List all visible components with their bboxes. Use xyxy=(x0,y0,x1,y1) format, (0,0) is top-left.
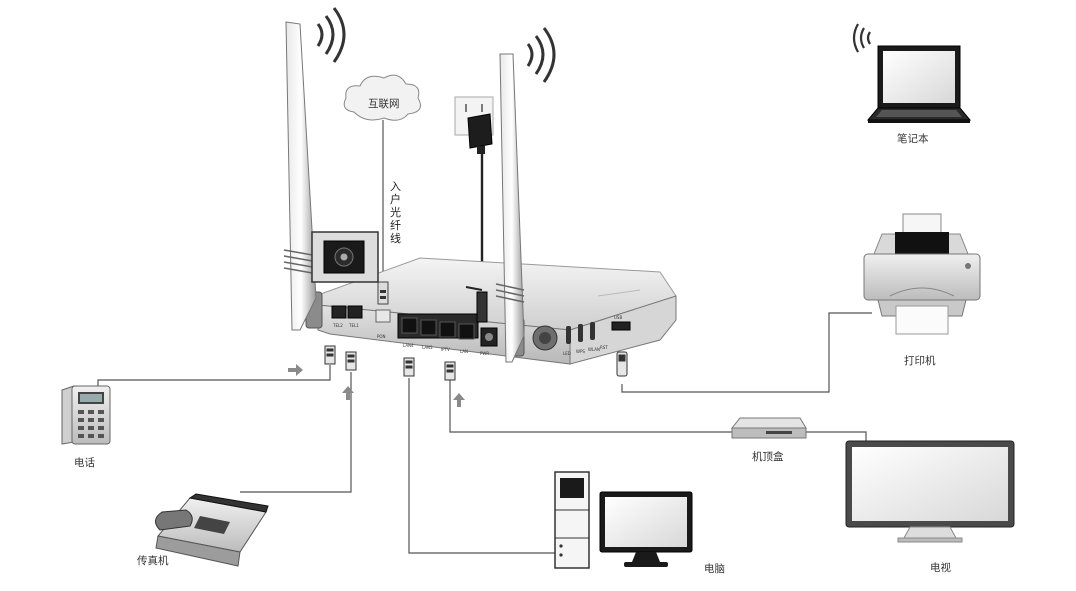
telephone: 电话 xyxy=(61,385,111,469)
antenna-left xyxy=(283,21,319,331)
fiber-char: 户 xyxy=(390,192,401,206)
port-label-iptv: IPTV xyxy=(441,347,450,352)
button-label-rst: RST xyxy=(600,345,608,350)
fiber-label: 入 户 光 纤 线 xyxy=(390,180,401,245)
port-label-tel1: TEL1 xyxy=(348,323,359,328)
printer: 打印机 xyxy=(863,213,981,367)
lan-ports: LAN4 LAN3 IPTV LAN xyxy=(397,313,479,354)
computer-cable xyxy=(408,378,556,554)
arrow-up-icon xyxy=(453,393,465,407)
printer-label: 打印机 xyxy=(904,354,936,367)
power-socket xyxy=(454,96,494,154)
phone-cable xyxy=(97,365,331,386)
arrow-right-icon xyxy=(288,364,303,376)
wifi-signal-icon xyxy=(526,27,556,83)
fiber-char: 线 xyxy=(390,231,401,245)
printer-cable xyxy=(621,312,872,393)
set-top-box: 机顶盒 xyxy=(730,417,807,463)
pon-zoom-callout xyxy=(311,231,379,283)
phone-label: 电话 xyxy=(74,456,95,469)
laptop: 笔记本 xyxy=(852,23,972,145)
port-label-pwr: PWR xyxy=(480,351,489,356)
tel-ports: TEL2 TEL1 xyxy=(331,305,363,328)
arrows xyxy=(288,364,465,407)
cables xyxy=(97,120,872,554)
fax-machine: 传真机 xyxy=(137,493,269,567)
fiber-char: 光 xyxy=(390,205,401,219)
tv: 电视 xyxy=(845,440,1015,574)
port-label-usb: USB xyxy=(614,315,622,320)
arrow-up-icon xyxy=(342,386,354,400)
button-label-led: LED xyxy=(563,351,571,356)
fax-cable xyxy=(240,372,352,493)
side-buttons: LED WPS WLAN RST USB xyxy=(563,315,631,356)
port-label-pon: PON xyxy=(377,334,386,339)
antenna-right xyxy=(495,53,525,363)
settop-cable xyxy=(449,380,732,433)
internet-label: 互联网 xyxy=(368,98,400,110)
internet-cloud: 互联网 xyxy=(343,74,421,121)
button-label-wlan: WLAN xyxy=(588,347,600,352)
fiber-char: 入 xyxy=(390,180,401,193)
port-label-lan3: LAN3 xyxy=(422,345,433,350)
button-label-wps: WPS xyxy=(576,349,585,354)
laptop-label: 笔记本 xyxy=(897,132,929,145)
port-label-lan: LAN xyxy=(460,349,468,354)
wifi-signal-icon xyxy=(852,23,871,53)
router: TEL2 TEL1 PON LAN4 LAN3 IPTV LAN PWR LED xyxy=(283,21,677,365)
cable-connectors xyxy=(324,345,628,381)
port-label-lan4: LAN4 xyxy=(403,343,414,348)
computer-label: 电脑 xyxy=(704,562,725,575)
fax-label: 传真机 xyxy=(137,554,169,567)
settop-label: 机顶盒 xyxy=(752,450,784,463)
wifi-signal-icon xyxy=(316,7,346,63)
tv-label: 电视 xyxy=(930,561,951,574)
computer: 电脑 xyxy=(554,471,725,575)
tv-cable xyxy=(802,431,867,443)
port-label-tel2: TEL2 xyxy=(332,323,343,328)
fiber-char: 纤 xyxy=(390,219,401,232)
